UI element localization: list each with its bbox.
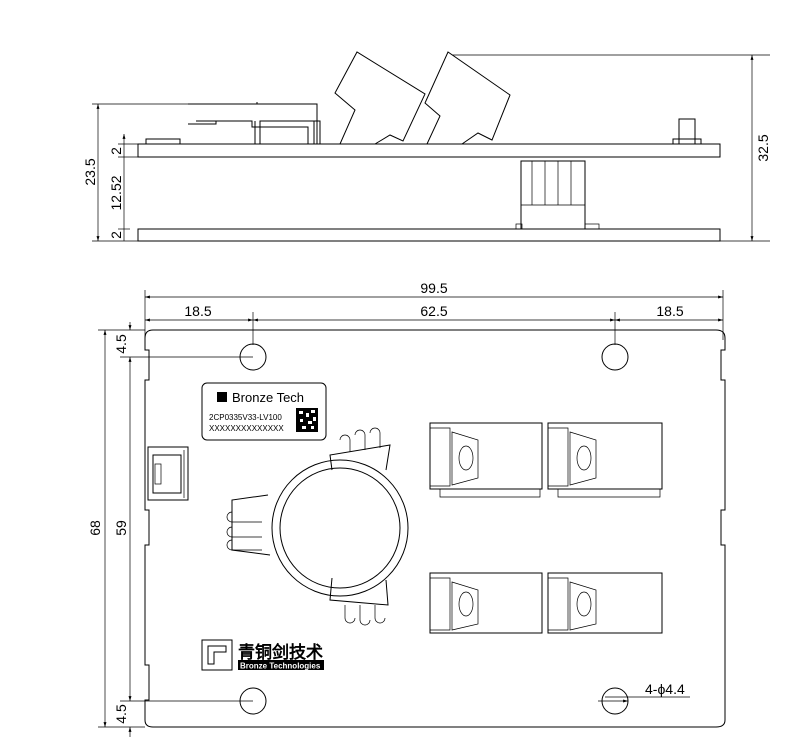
dim-standoff: 12.52 — [108, 175, 124, 210]
side-connector — [147, 446, 189, 501]
dim-total-height: 23.5 — [82, 158, 98, 185]
relay — [547, 422, 663, 498]
small-component — [145, 138, 181, 145]
dim-right-offset: 18.5 — [656, 303, 683, 319]
top-pcb — [137, 143, 721, 158]
dim-width: 99.5 — [420, 280, 447, 296]
product-label: Bronze Tech 2CP0335V33-LV100 XXXXXXXXXXX… — [201, 382, 327, 441]
relay — [429, 572, 543, 634]
dim-bottom-board: 2 — [108, 231, 124, 239]
transformer-profile — [188, 102, 318, 144]
board-connector — [515, 160, 600, 230]
brand-logo-icon — [217, 392, 227, 402]
dim-hole-spacing: 62.5 — [420, 303, 447, 319]
relay-array — [429, 422, 663, 634]
label-brand: Bronze Tech — [232, 390, 304, 405]
relay — [547, 572, 663, 634]
dim-height: 68 — [87, 520, 103, 536]
pcb-outline — [144, 329, 726, 728]
circular-transformer — [226, 427, 409, 626]
dim-overall-height: 32.5 — [755, 134, 771, 161]
logo-english: Bronze Technologies — [240, 662, 321, 671]
test-point-base — [672, 138, 702, 145]
dim-top-margin: 4.5 — [113, 334, 129, 354]
dim-hole-vertical-spacing: 59 — [113, 520, 129, 536]
relay — [429, 422, 543, 498]
relay-profile-2 — [424, 51, 511, 145]
dim-left-offset: 18.5 — [184, 303, 211, 319]
datamatrix-code-icon — [296, 408, 318, 432]
bottom-pcb — [137, 228, 721, 242]
company-logo: 青铜剑技术 Bronze Technologies — [201, 639, 324, 671]
dim-bottom-margin: 4.5 — [113, 704, 129, 724]
relay-profile-1 — [334, 51, 426, 145]
bottom-view: Bronze Tech 2CP0335V33-LV100 XXXXXXXXXXX… — [87, 280, 726, 737]
label-serial: XXXXXXXXXXXXXX — [209, 424, 284, 433]
side-view: 23.5 2 12.52 2 32.5 — [82, 51, 771, 242]
label-part-number: 2CP0335V33-LV100 — [209, 413, 282, 422]
logo-chinese: 青铜剑技术 — [238, 642, 323, 662]
inductor-profile — [259, 120, 321, 145]
test-point — [678, 118, 696, 145]
mounting-hole — [601, 343, 629, 371]
dim-top-board: 2 — [108, 147, 124, 155]
hole-callout: 4-ϕ4.4 — [645, 681, 685, 697]
